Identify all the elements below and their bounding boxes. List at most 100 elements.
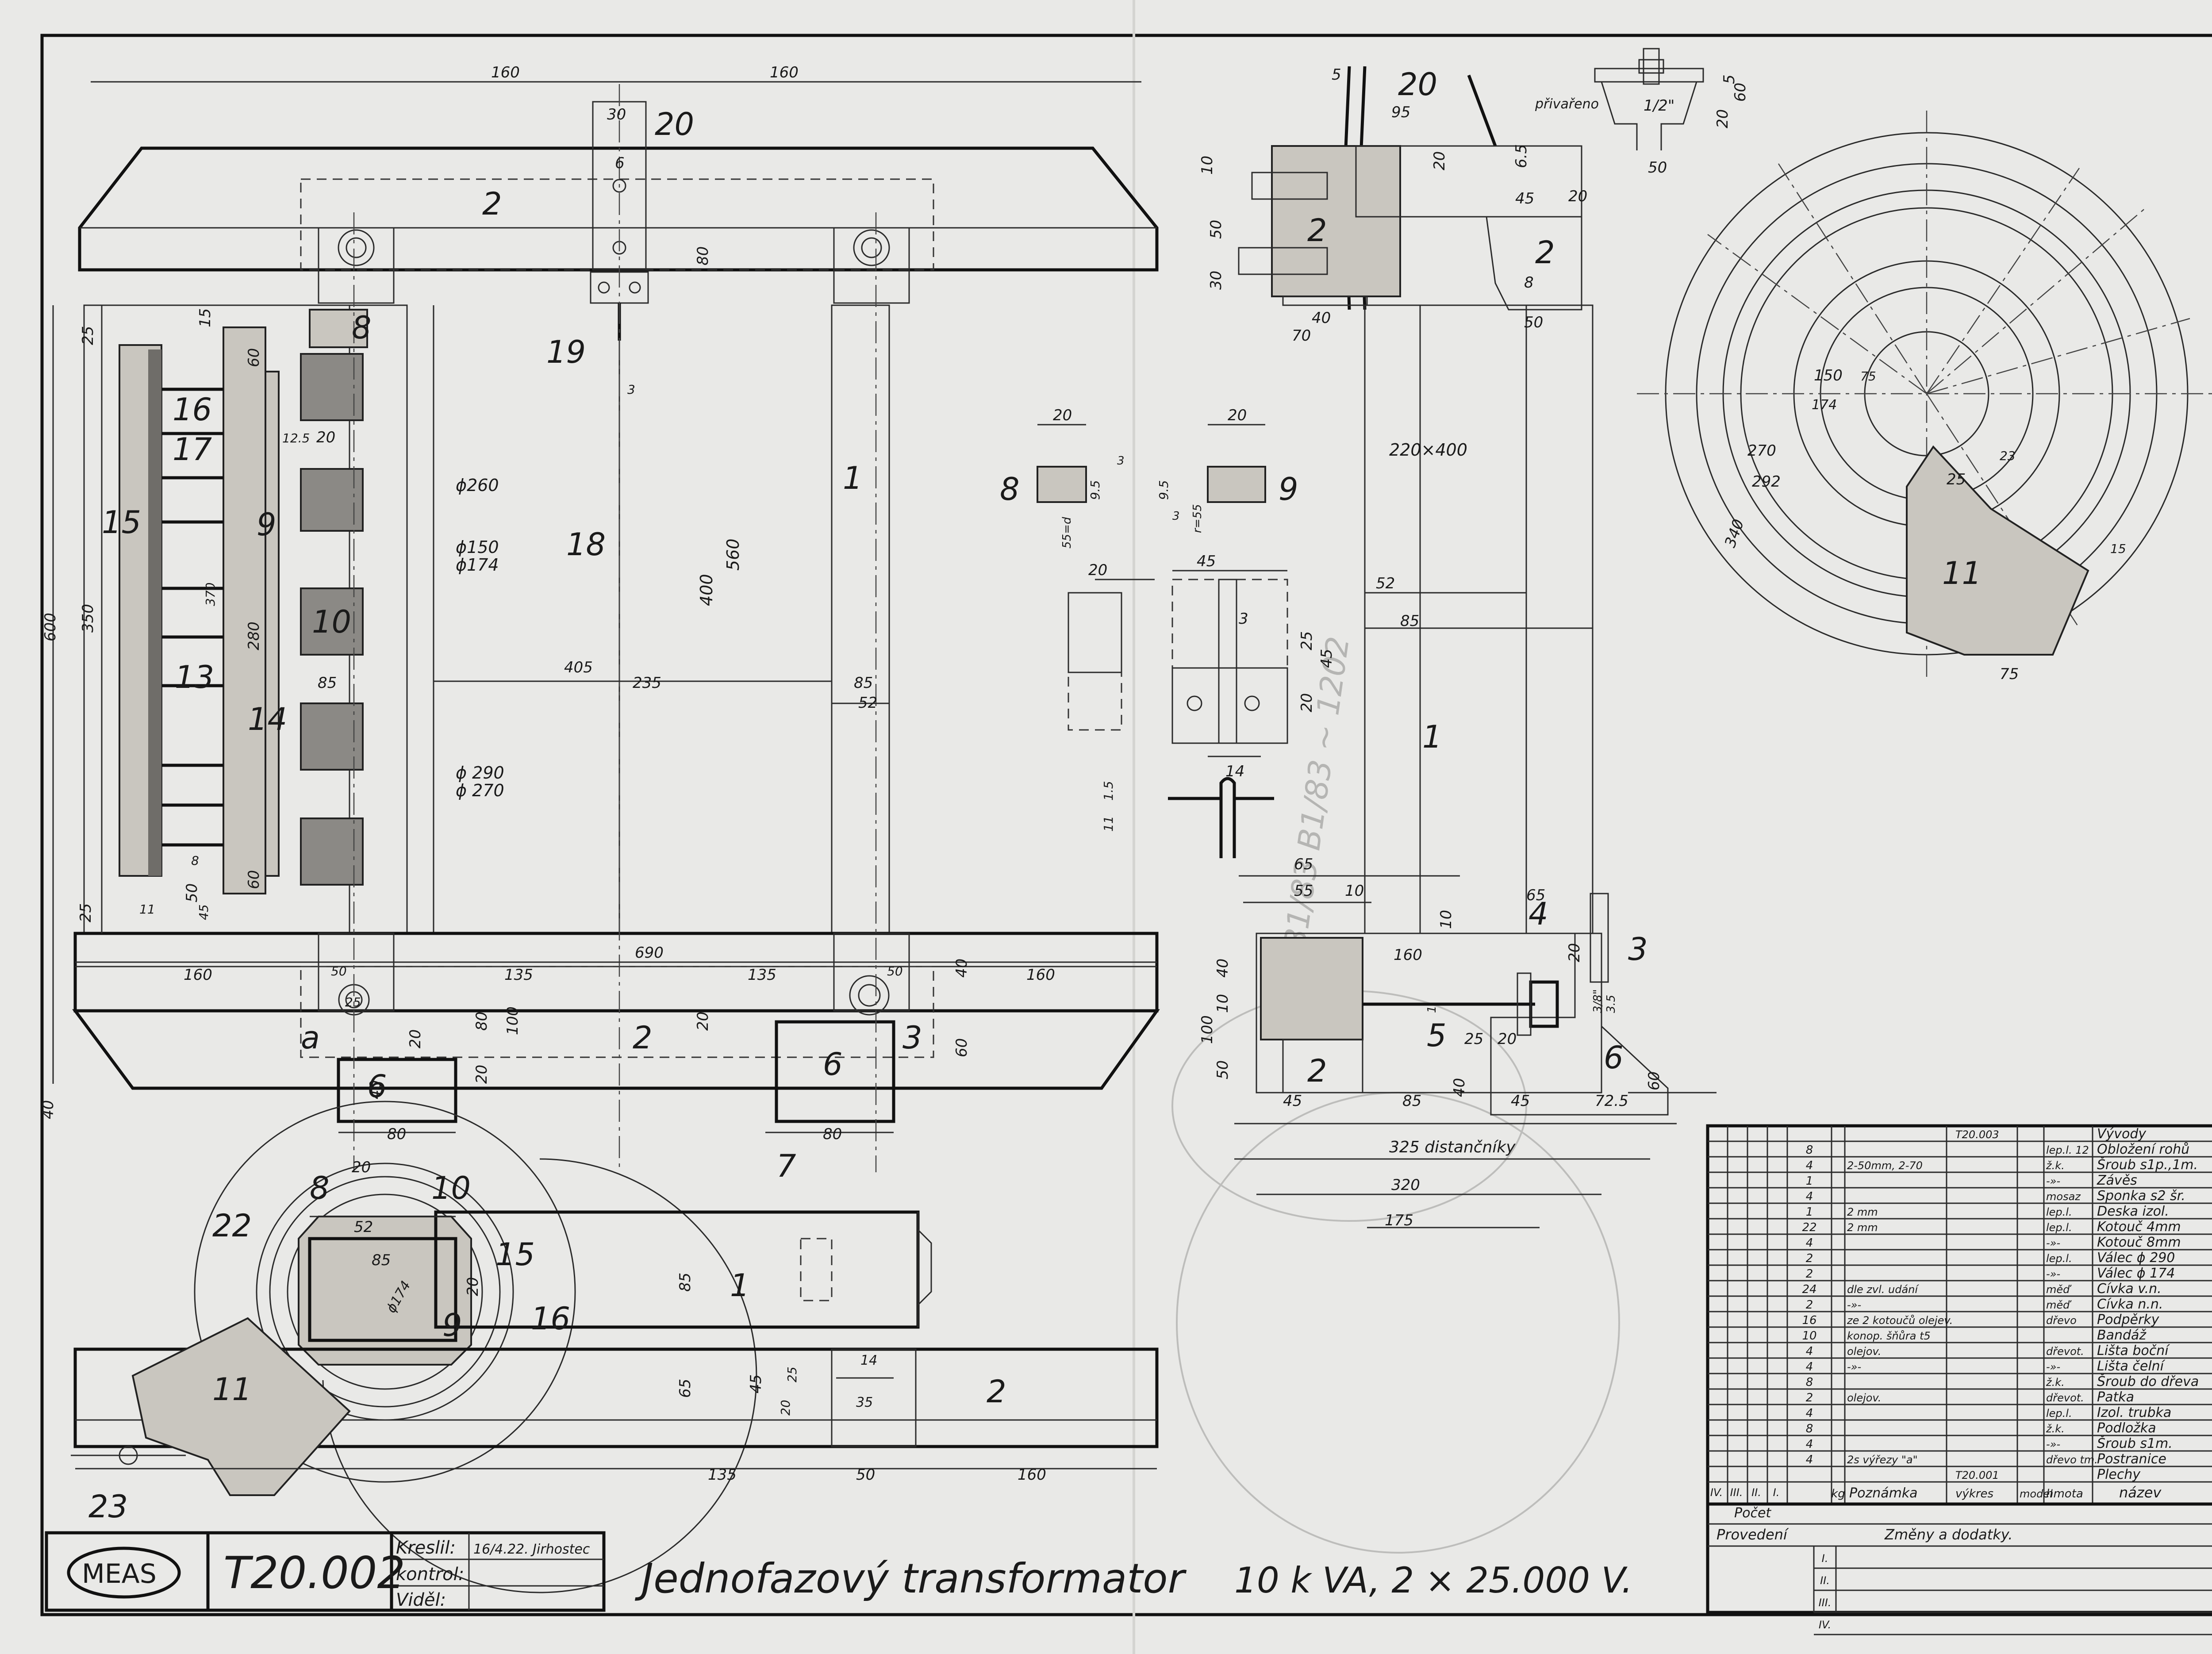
part-row-quantity: 2 xyxy=(1806,1267,1813,1281)
segment-dim-25: 25 xyxy=(1947,471,1966,488)
part-row-name: Kotouč 4mm xyxy=(2097,1219,2181,1235)
side-dim-10c: 10 xyxy=(1437,910,1455,929)
part-row-material: -»- xyxy=(2046,1237,2060,1249)
part-row-material: ž.k. xyxy=(2046,1376,2065,1389)
plan-dim-135: 135 xyxy=(708,1466,737,1484)
drawn-by-value: 16/4.22. Jirhostec xyxy=(473,1542,590,1557)
dim-b100: 100 xyxy=(504,1006,522,1035)
meas-logo-oval xyxy=(67,1547,181,1599)
drawing-title: Jednofazový transformator xyxy=(634,1555,1187,1602)
part-row-material: lep.l. xyxy=(2046,1221,2072,1234)
part-row-material: lep.l. 12 xyxy=(2046,1144,2089,1156)
revision-row-4: IV. xyxy=(1819,1619,1831,1631)
part-row-note: 2 mm xyxy=(1847,1206,1878,1218)
dim-h52: 52 xyxy=(858,694,877,712)
dim-v400: 400 xyxy=(697,574,716,606)
side-label-6: 6 xyxy=(1604,1040,1624,1076)
dim-h85: 85 xyxy=(854,674,873,692)
part-row-name: Podložka xyxy=(2097,1420,2156,1436)
segment-dim-15: 15 xyxy=(2110,541,2126,556)
side-dim-45b: 45 xyxy=(1283,1092,1302,1110)
part-row-quantity: 2 xyxy=(1806,1298,1813,1312)
part-row-material: -»- xyxy=(2046,1268,2060,1280)
part-row-material: ž.k. xyxy=(2046,1423,2065,1435)
side-dim-160: 160 xyxy=(1394,946,1422,964)
plan-label-16: 16 xyxy=(531,1301,570,1337)
header-kg: kg xyxy=(1831,1487,1845,1500)
side-dim-10: 10 xyxy=(1198,156,1216,175)
dim-b20: 20 xyxy=(473,1065,491,1084)
part-row-material: měď xyxy=(2046,1283,2072,1296)
side-dim-45c: 45 xyxy=(1511,1092,1530,1110)
dim-d270: ϕ 270 xyxy=(456,781,504,800)
label-3: 3 xyxy=(902,1020,922,1056)
label-6a: 6 xyxy=(367,1068,387,1105)
dim-v370: 370 xyxy=(203,583,218,606)
side-dim-35: 3.5 xyxy=(1605,995,1618,1013)
label-6b: 6 xyxy=(823,1046,843,1082)
plan-dim-35: 35 xyxy=(856,1395,873,1410)
dim-v3: 3 xyxy=(627,382,635,397)
disc-dim-150: 150 xyxy=(1814,367,1843,384)
part-row-material: -»- xyxy=(2046,1438,2060,1451)
part-row-name: Vývody xyxy=(2097,1126,2147,1142)
part-row-name: Lišta čelní xyxy=(2097,1359,2166,1374)
dim-v600: 600 xyxy=(42,613,59,641)
label-15: 15 xyxy=(102,504,141,541)
plan-label-23: 23 xyxy=(88,1489,128,1525)
dim-b50r: 50 xyxy=(887,964,903,979)
plan-dim-25: 25 xyxy=(785,1366,799,1382)
dim-d150: ϕ150 xyxy=(456,537,499,557)
side-label-2a: 2 xyxy=(1307,212,1327,249)
part9-h3: 3 xyxy=(1172,510,1180,523)
side-dim-20c: 20 xyxy=(1566,943,1583,962)
side-label-4: 4 xyxy=(1528,896,1548,932)
segment-dim-23: 23 xyxy=(2000,449,2016,463)
part-row-name: Šroub s1m. xyxy=(2097,1435,2173,1451)
plan-beam-2 xyxy=(73,1347,1159,1448)
part-row-note: olejov. xyxy=(1847,1392,1881,1404)
part-row-name: Závěs xyxy=(2097,1173,2137,1188)
bracket-dim-50: 50 xyxy=(1648,159,1667,177)
part-row-quantity: 8 xyxy=(1806,1422,1813,1435)
dim-b135l: 135 xyxy=(504,966,533,984)
plan-label-15: 15 xyxy=(495,1236,535,1273)
side-dim-320: 320 xyxy=(1391,1176,1420,1194)
part-row-quantity: 4 xyxy=(1806,1236,1813,1250)
foot-right xyxy=(775,1020,895,1123)
side-label-1: 1 xyxy=(1422,719,1442,755)
plan-dim-85v: 85 xyxy=(676,1273,694,1292)
part-row-name: Plechy xyxy=(2097,1467,2141,1482)
clip-dim-45: 45 xyxy=(1197,553,1216,570)
plan-dim-160: 160 xyxy=(1018,1466,1046,1484)
part-row-drawing: T20.001 xyxy=(1955,1469,1999,1481)
part-row-quantity: 8 xyxy=(1806,1376,1813,1389)
plan-dim-50: 50 xyxy=(856,1466,875,1484)
dim-b690: 690 xyxy=(635,944,664,962)
clip-dim-25: 25 xyxy=(1298,631,1316,650)
header-drawing: výkres xyxy=(1955,1487,1993,1500)
header-material: hmota xyxy=(2046,1487,2083,1500)
side-dim-core: 220×400 xyxy=(1389,440,1467,460)
dim-top-slot: 30 xyxy=(607,106,626,123)
part-row-note: konop. šňůra t5 xyxy=(1847,1330,1931,1342)
part-row-name: Válec ϕ 290 xyxy=(2097,1250,2175,1266)
clip-dim-14: 14 xyxy=(1225,763,1244,780)
revision-row-3: III. xyxy=(1819,1596,1832,1609)
dim-d260: ϕ260 xyxy=(456,476,499,495)
part-row-note: ze 2 kotoučů olejev. xyxy=(1847,1314,1953,1327)
disc-dim-75: 75 xyxy=(1860,369,1876,384)
header-changes: Změny a dodatky. xyxy=(1884,1526,2012,1543)
plan-dim-52: 52 xyxy=(354,1218,373,1236)
plan-dim-20v: 20 xyxy=(778,1400,793,1416)
part8-width: 20 xyxy=(1053,407,1072,424)
plan-dim-14: 14 xyxy=(860,1353,877,1368)
part-row-material: ž.k. xyxy=(2046,1159,2065,1172)
side-dim-50b: 50 xyxy=(1524,314,1543,331)
side-dim-30a: 30 xyxy=(1207,271,1225,290)
disc-dim-292: 292 xyxy=(1752,473,1781,491)
side-dim-40: 40 xyxy=(1312,309,1331,327)
coil-blocks xyxy=(300,353,364,886)
disc-dim-270: 270 xyxy=(1747,442,1776,460)
part-row-name: Postranice xyxy=(2097,1451,2166,1467)
